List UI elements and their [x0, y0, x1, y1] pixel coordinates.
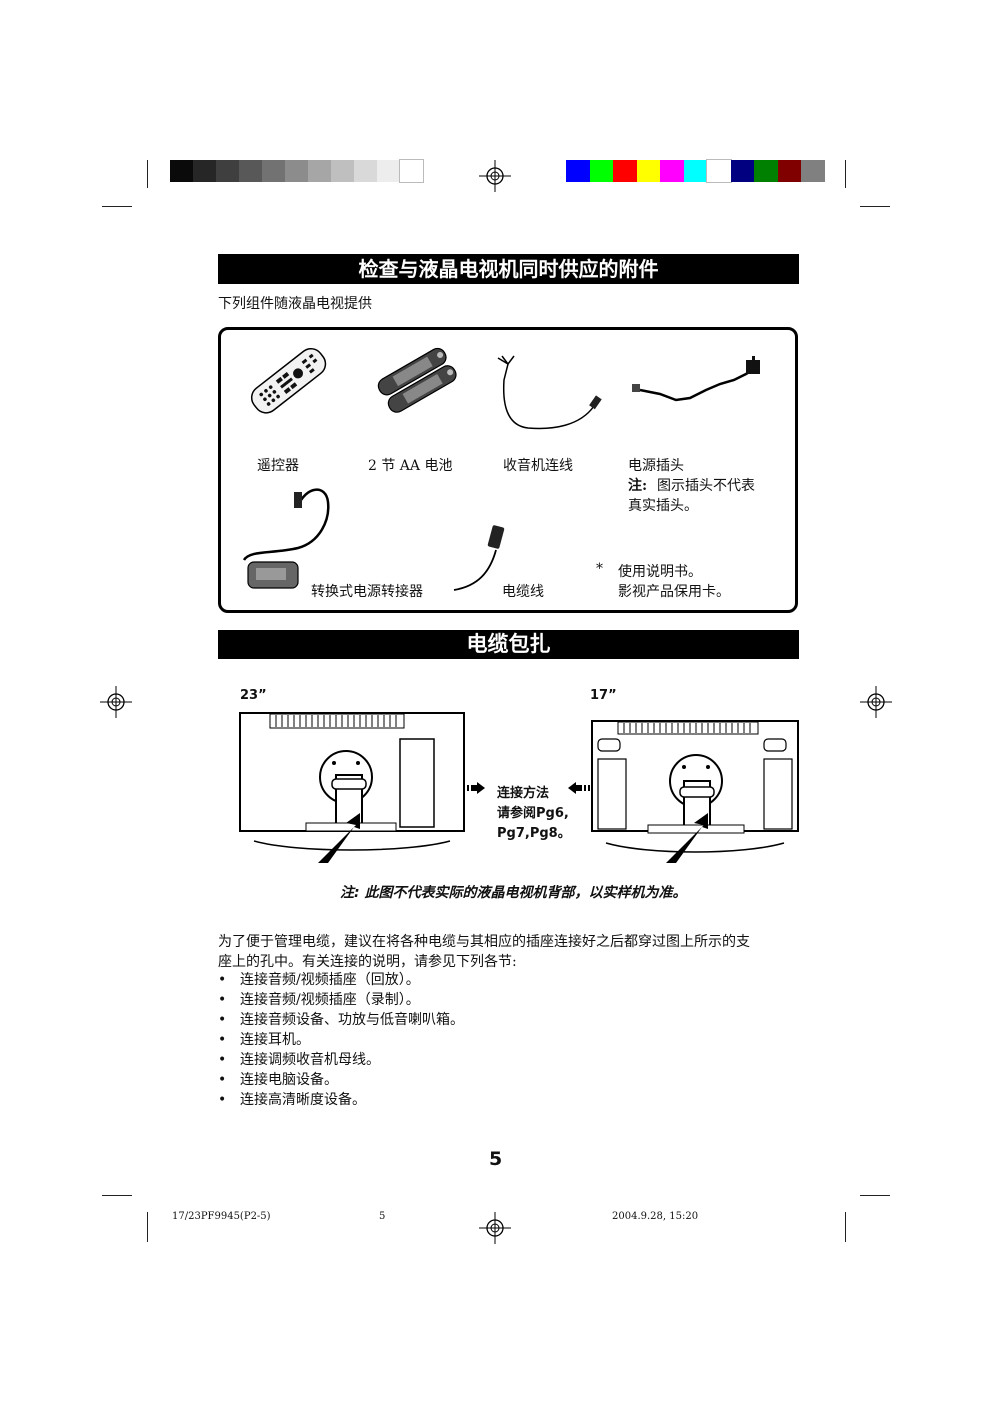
calibration-swatch	[399, 159, 424, 183]
size-23-label: 23”	[240, 688, 267, 703]
remote-control-icon	[250, 347, 327, 414]
list-item: • 连接调频收音机母线。	[218, 1050, 778, 1070]
arrow-left-icon	[568, 782, 590, 794]
cable-management-title: 电缆包扎	[218, 630, 799, 659]
list-item-text: 连接音频/视频插座（回放）。	[240, 972, 420, 988]
calibration-swatch	[589, 160, 613, 182]
connect-method-line3: Pg7,Pg8。	[497, 826, 571, 841]
list-item-text: 连接高清晰度设备。	[240, 1092, 366, 1108]
calibration-swatch	[636, 160, 660, 182]
list-item: • 连接高清晰度设备。	[218, 1090, 778, 1110]
aa-batteries-icon	[377, 347, 457, 413]
calibration-swatch	[660, 160, 684, 182]
crop-mark	[860, 1195, 890, 1196]
power-plug-icon	[632, 356, 760, 402]
calibration-swatch	[308, 160, 331, 182]
size-17-label: 17”	[590, 688, 617, 703]
manual-label: 使用说明书。	[618, 564, 702, 580]
calibration-swatch	[285, 160, 308, 182]
calibration-swatch	[683, 160, 707, 182]
plug-note-line2: 真实插头。	[628, 498, 698, 514]
connect-method-line1: 连接方法	[497, 786, 550, 801]
list-item-text: 连接调频收音机母线。	[240, 1052, 380, 1068]
registration-mark-bottom-icon	[479, 1212, 511, 1244]
arrow-right-icon	[463, 782, 485, 794]
aa-batteries-label: 2 节 AA 电池	[368, 458, 453, 474]
remote-control-label: 遥控器	[257, 458, 299, 474]
bullet-icon: •	[218, 1012, 227, 1028]
list-item-text: 连接音频设备、功放与低音喇叭箱。	[240, 1012, 464, 1028]
registration-mark-right-icon	[860, 686, 892, 718]
calibration-swatch	[331, 160, 354, 182]
bullet-icon: •	[218, 1032, 227, 1048]
calibration-swatch	[730, 160, 754, 182]
calibration-swatch	[754, 160, 778, 182]
tv-back-23-illustration	[239, 712, 465, 863]
warranty-label: 影视产品保用卡。	[618, 584, 730, 600]
diagram-note: 注: 此图不代表实际的液晶电视机背部，以实样机为准。	[340, 885, 687, 901]
registration-mark-left-icon	[100, 686, 132, 718]
calibration-swatch	[216, 160, 239, 182]
list-item-text: 连接电脑设备。	[240, 1072, 338, 1088]
calibration-swatch	[801, 160, 825, 182]
footer-file-ref: 17/23PF9945(P2-5)	[172, 1211, 271, 1222]
list-item-text: 连接音频/视频插座（录制）。	[240, 992, 420, 1008]
crop-mark	[845, 1212, 846, 1242]
list-item: • 连接音频设备、功放与低音喇叭箱。	[218, 1010, 778, 1030]
calibration-swatch	[613, 160, 637, 182]
calibration-swatch	[262, 160, 285, 182]
calibration-swatch	[170, 160, 193, 182]
cable-label: 电缆线	[502, 584, 544, 600]
crop-mark	[147, 1212, 148, 1242]
connection-list: • 连接音频/视频插座（回放）。 • 连接音频/视频插座（录制）。 • 连接音频设备、功放…	[218, 970, 778, 1110]
bullet-icon: •	[218, 992, 227, 1008]
footer-timestamp: 2004.9.28, 15:20	[612, 1211, 699, 1222]
bullet-icon: •	[218, 972, 227, 988]
calibration-swatch	[354, 160, 377, 182]
plug-note-label: 注:	[628, 478, 648, 494]
power-adapter-label: 转换式电源转接器	[311, 584, 423, 600]
power-adapter-icon	[242, 488, 330, 589]
calibration-swatch	[239, 160, 262, 182]
accessories-subtitle: 下列组件随液晶电视提供	[218, 296, 372, 312]
list-item-text: 连接耳机。	[240, 1032, 310, 1048]
cable-icon	[453, 525, 505, 591]
cable-paragraph-line1: 为了便于管理电缆，建议在将各种电缆与其相应的插座连接好之后都穿过图上所示的支	[218, 934, 750, 950]
asterisk-mark: *	[596, 561, 603, 577]
list-item: • 连接音频/视频插座（录制）。	[218, 990, 778, 1010]
bullet-icon: •	[218, 1072, 227, 1088]
crop-mark	[102, 1195, 132, 1196]
calibration-swatch	[777, 160, 801, 182]
radio-cable-label: 收音机连线	[503, 458, 573, 474]
radio-cable-icon	[497, 355, 602, 430]
calibration-swatch	[566, 160, 590, 182]
crop-mark	[147, 160, 148, 188]
crop-mark	[860, 206, 890, 207]
bullet-icon: •	[218, 1052, 227, 1068]
footer-page: 5	[379, 1211, 386, 1222]
crop-mark	[102, 206, 132, 207]
calibration-swatch	[193, 160, 216, 182]
list-item: • 连接音频/视频插座（回放）。	[218, 970, 778, 990]
accessories-box	[218, 327, 798, 613]
list-item: • 连接耳机。	[218, 1030, 778, 1050]
calibration-swatch	[377, 160, 400, 182]
calibration-swatch	[706, 159, 732, 183]
list-item: • 连接电脑设备。	[218, 1070, 778, 1090]
bullet-icon: •	[218, 1092, 227, 1108]
tv-back-17-illustration	[591, 720, 799, 863]
crop-mark	[845, 160, 846, 188]
connect-method-line2: 请参阅Pg6,	[497, 806, 569, 821]
plug-note-line1: 图示插头不代表	[657, 478, 755, 494]
accessories-title: 检查与液晶电视机同时供应的附件	[218, 254, 799, 284]
power-plug-label: 电源插头	[628, 458, 684, 474]
cable-paragraph-line2: 座上的孔中。有关连接的说明，请参见下列各节:	[218, 954, 517, 970]
registration-mark-top-icon	[479, 160, 511, 192]
page-number: 5	[489, 1148, 503, 1170]
